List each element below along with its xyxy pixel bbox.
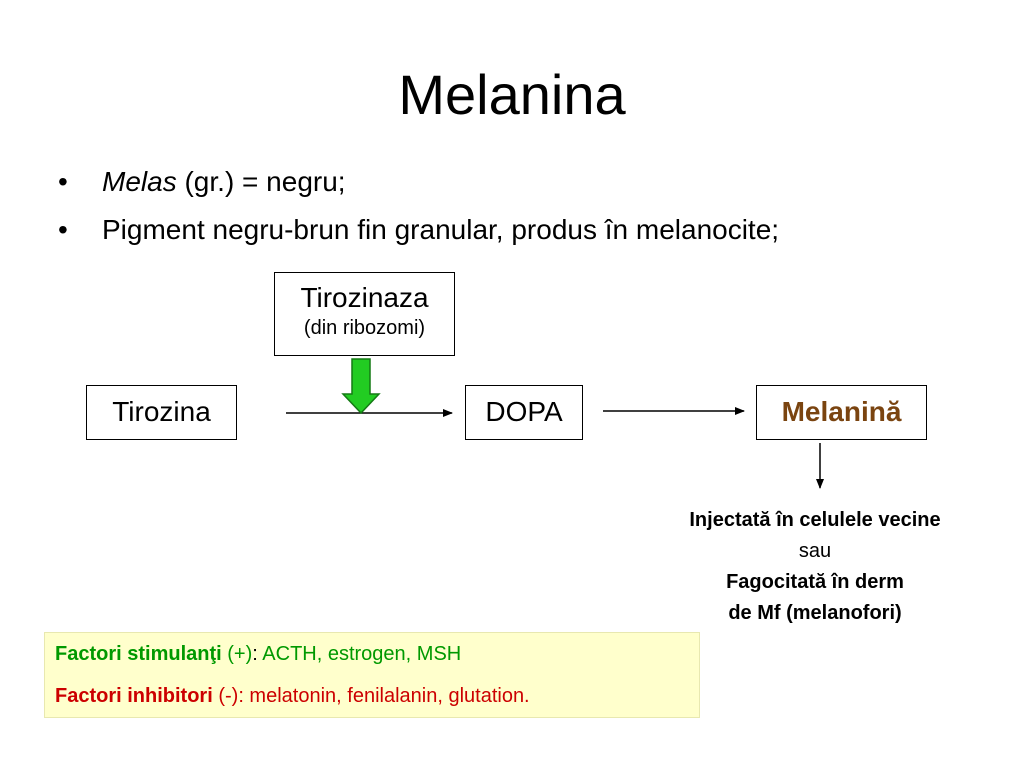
inhibiting-label: Factori inhibitori [55,685,213,707]
inhibiting-items: (-): melatonin, fenilalanin, glutation. [212,685,530,707]
enzyme-arrow-icon [341,358,381,415]
bullet-item-etymology: • Melas (gr.) = negru; [58,162,779,202]
fate-line-1: Injectată în celulele vecine [689,509,941,531]
fate-line-2: sau [798,540,832,562]
bullet-item-description: • Pigment negru-brun fin granular, produ… [58,210,779,250]
substrate-box: Tirozina [86,385,237,440]
factors-panel: Factori stimulanţi (+): ACTH, estrogen, … [44,632,700,718]
slide-title: Melanina [398,63,626,126]
inhibiting-factors: Factori inhibitori (-): melatonin, fenil… [55,683,699,709]
stimulating-label: Factori stimulanţi [55,643,222,665]
enzyme-name: Tirozinaza [300,282,429,313]
bullet-text: (gr.) = negru; [176,166,346,197]
enzyme-source: (din ribozomi) [303,317,426,339]
intermediate-box: DOPA [465,385,583,440]
fate-line-4: de Mf (melanofori) [728,602,902,624]
enzyme-box: Tirozinaza (din ribozomi) [274,272,455,356]
bullet-dot: • [58,166,68,197]
stimulating-sign: (+) [221,643,253,665]
bullet-term: Melas [102,166,177,197]
bullet-text: Pigment negru-brun fin granular, produs … [102,214,780,245]
stimulating-items: ACTH, estrogen, MSH [262,643,462,665]
melanin-fate: Injectată în celulele vecine sau Fagocit… [630,505,1000,629]
product-box: Melanină [756,385,927,440]
stimulating-factors: Factori stimulanţi (+): ACTH, estrogen, … [55,641,699,667]
bullet-dot: • [58,214,68,245]
stimulating-colon: : [252,643,263,665]
fate-line-3: Fagocitată în derm [726,571,904,593]
bullet-list: • Melas (gr.) = negru; • Pigment negru-b… [58,162,779,258]
